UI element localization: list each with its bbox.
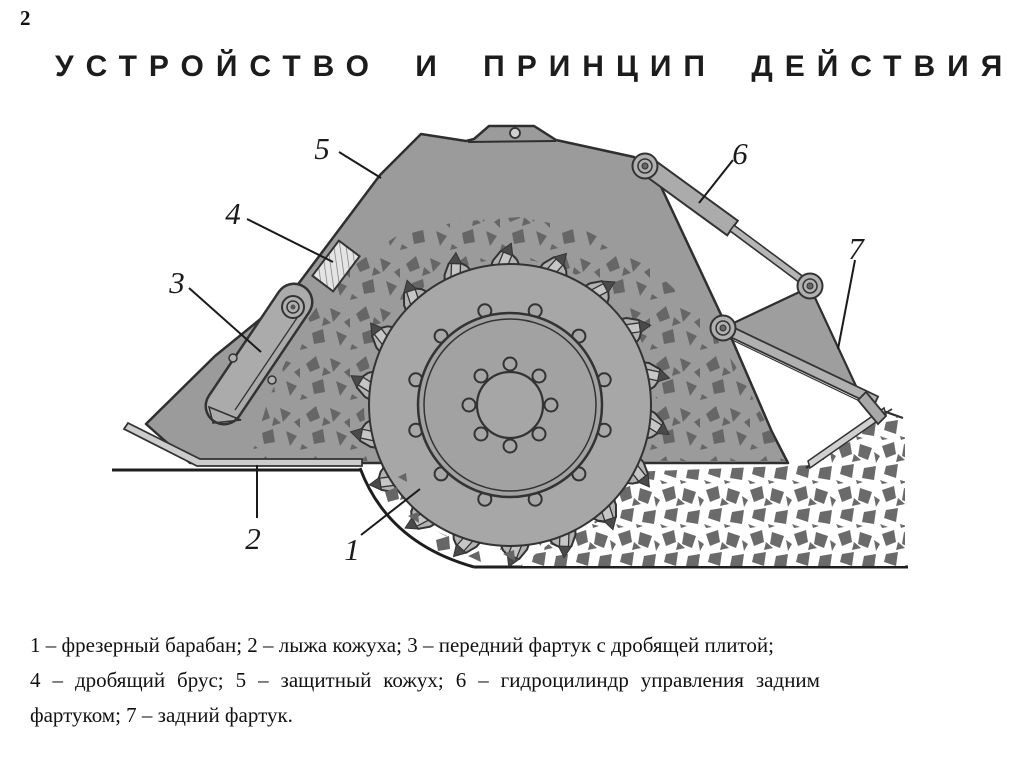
drum-hub — [475, 370, 545, 440]
callout-leaders — [188, 151, 856, 536]
legend-caption: 1 – фрезерный барабан; 2 – лыжа кожуха; … — [30, 628, 988, 733]
leader-5 — [338, 151, 382, 179]
rear-apron-foot — [856, 390, 888, 426]
drum-rim-inner — [423, 318, 597, 492]
callout-7: 7 — [848, 231, 865, 266]
cylinder-rod-pivot — [796, 272, 824, 300]
callout-6: 6 — [732, 136, 748, 171]
leader-7 — [837, 259, 856, 350]
caption-line-3: фартуком; 7 – задний фартук. — [30, 703, 293, 727]
leader-1 — [360, 488, 421, 536]
caption-line-2: 4 – дробящий брус; 5 – защитный кожух; 6… — [30, 668, 820, 692]
milling-drum — [343, 239, 677, 571]
front-apron-pivot — [281, 295, 305, 319]
page-number: 2 — [20, 6, 31, 30]
leader-3 — [188, 287, 262, 353]
callout-5: 5 — [314, 131, 330, 166]
hydraulic-cylinder — [631, 152, 814, 290]
excavation-curve — [358, 467, 475, 569]
casing-lug-hole — [509, 127, 521, 139]
callout-4: 4 — [225, 196, 241, 231]
rear-apron — [709, 272, 893, 426]
callout-3: 3 — [168, 265, 185, 300]
leader-4 — [246, 218, 334, 263]
ground-lines — [112, 467, 908, 569]
callout-1: 1 — [344, 532, 360, 567]
cylinder-upper-pivot — [631, 152, 659, 180]
rear-apron-pivot — [709, 314, 737, 342]
slide-title: УСТРОЙСТВО И ПРИНЦИП ДЕЙСТВИЯ — [55, 50, 1015, 83]
callout-2: 2 — [245, 521, 261, 556]
front-apron — [204, 282, 314, 426]
caption-line-1: 1 – фрезерный барабан; 2 – лыжа кожуха; … — [30, 633, 774, 657]
casing-ski — [122, 421, 363, 467]
loose-crumbs — [385, 473, 515, 562]
drum-hub-bolts — [461, 356, 559, 454]
leader-6 — [698, 159, 734, 204]
